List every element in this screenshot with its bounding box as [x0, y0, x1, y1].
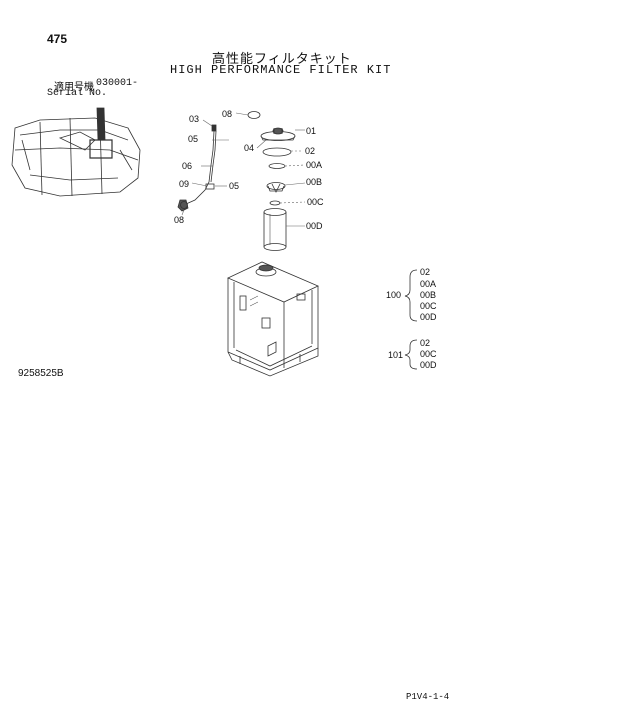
kit-101-item: 00C: [420, 349, 437, 359]
kit-100-item: 00C: [420, 301, 437, 311]
part-label-04: 04: [244, 143, 255, 153]
kit-101-id: 101: [388, 350, 404, 360]
valve-00B: [266, 182, 286, 193]
kit-101-item: 00D: [420, 360, 437, 370]
part-label-01: 01: [306, 126, 317, 136]
part-label-06: 06: [182, 161, 193, 171]
kit-100-id: 100: [386, 290, 402, 300]
part-label-03: 03: [189, 114, 200, 124]
part-label-09: 09: [179, 179, 190, 189]
part-label-00D: 00D: [306, 221, 323, 231]
part-label-05-lower: 05: [229, 181, 240, 191]
part-label-00C: 00C: [307, 197, 324, 207]
drawing-number: 9258525B: [18, 368, 64, 379]
page-title: HIGH PERFORMANCE FILTER KIT: [170, 63, 392, 77]
machine-location-thumbnail: [11, 107, 141, 197]
seal-02: [262, 147, 292, 157]
serial-label-japanese: 適用号機: [54, 82, 94, 93]
o-ring-08: [247, 111, 261, 119]
part-label-08: 08: [222, 109, 233, 119]
serial-label: Serial No.: [47, 88, 108, 99]
sensor-harness: [177, 124, 217, 212]
kit-101-item: 02: [420, 338, 431, 348]
filter-cap-01: [260, 127, 296, 141]
kit-100-item: 00A: [420, 279, 437, 289]
filter-element-00D: [263, 208, 287, 251]
leader-lines: [181, 112, 306, 227]
kit-100-item: 00D: [420, 312, 437, 322]
part-label-05: 05: [188, 134, 199, 144]
part-label-00B: 00B: [306, 177, 323, 187]
serial-value: 030001-: [96, 78, 139, 89]
kit-100-item: 02: [420, 267, 431, 277]
part-label-08-lower: 08: [174, 215, 185, 225]
kit-100-item: 00B: [420, 290, 437, 300]
kit-brackets: [404, 269, 418, 370]
page-title-japanese: 高性能フィルタキット: [212, 51, 352, 66]
o-ring-00A: [268, 163, 286, 169]
part-label-02: 02: [305, 146, 316, 156]
page-number: 475: [47, 32, 68, 46]
footer-code: P1V4-1-4: [406, 692, 450, 702]
part-label-00A: 00A: [306, 160, 323, 170]
hydraulic-tank: [227, 261, 319, 377]
o-ring-00C: [269, 200, 281, 206]
